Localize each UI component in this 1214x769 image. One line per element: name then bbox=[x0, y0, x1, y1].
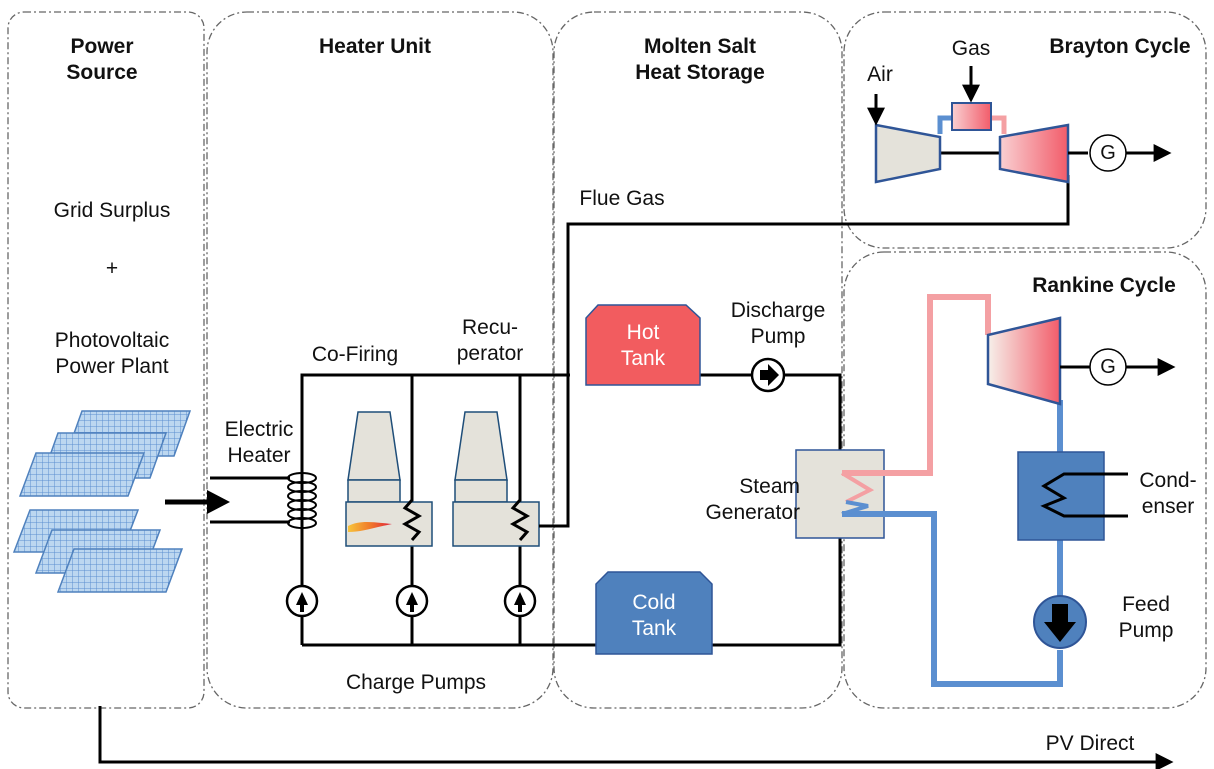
co-firing-unit bbox=[345, 411, 433, 547]
cold-tank-label: Cold Tank bbox=[631, 591, 677, 640]
storage-section bbox=[553, 11, 843, 709]
discharge-pump-label: Discharge Pump bbox=[730, 299, 826, 348]
condenser-coil bbox=[1040, 472, 1128, 518]
steam-generator-label: Steam Generator bbox=[705, 475, 800, 524]
pv-plant-label: Photovoltaic Power Plant bbox=[54, 329, 170, 378]
feed-pump bbox=[1033, 595, 1087, 649]
heater-unit-title: Heater Unit bbox=[318, 35, 432, 58]
power-source-title: Power Source bbox=[66, 35, 138, 84]
brayton-loop bbox=[937, 115, 955, 134]
cofire-exchanger bbox=[401, 499, 423, 541]
brayton-title: Brayton Cycle bbox=[1049, 35, 1191, 58]
gas-label: Gas bbox=[951, 37, 991, 60]
condenser bbox=[1017, 451, 1105, 541]
rankine-generator-label: G bbox=[1100, 356, 1116, 378]
gas-turbine bbox=[998, 123, 1070, 184]
pv-panels bbox=[12, 410, 192, 593]
rankine-hot-pipe bbox=[842, 294, 991, 476]
charge-pumps-label: Charge Pumps bbox=[345, 671, 487, 694]
pv-direct-line bbox=[98, 706, 1174, 769]
condenser-label: Cond- enser bbox=[1139, 469, 1197, 518]
heater-unit-section bbox=[206, 11, 554, 709]
combustor bbox=[951, 102, 992, 131]
recuperator-label: Recu- perator bbox=[456, 316, 524, 365]
pv-direct-label: PV Direct bbox=[1045, 732, 1135, 755]
rankine-cold-pipe bbox=[842, 400, 1063, 687]
flue-gas-line bbox=[539, 175, 1070, 528]
grid-surplus-label: Grid Surplus bbox=[53, 199, 171, 222]
steam-generator bbox=[795, 449, 885, 539]
electric-heater-coil bbox=[287, 472, 317, 529]
recup-exchanger bbox=[509, 499, 531, 541]
rankine-turbine bbox=[986, 316, 1062, 406]
rankine-title: Rankine Cycle bbox=[1032, 274, 1176, 297]
plus-label: + bbox=[105, 257, 119, 280]
feed-pump-label: Feed Pump bbox=[1118, 593, 1174, 642]
flue-gas-label: Flue Gas bbox=[579, 187, 665, 210]
power-input-arrow bbox=[165, 490, 230, 514]
electric-heater-label: Electric Heater bbox=[224, 418, 294, 467]
cold-tank bbox=[595, 571, 713, 655]
power-source-section bbox=[7, 11, 205, 709]
co-firing-label: Co-Firing bbox=[311, 343, 399, 366]
discharge-pump bbox=[750, 357, 786, 393]
compressor bbox=[874, 123, 942, 184]
brayton-section bbox=[843, 11, 1207, 249]
hot-tank-label: Hot Tank bbox=[620, 321, 666, 370]
air-label: Air bbox=[867, 63, 893, 86]
brayton-generator-label: G bbox=[1100, 142, 1116, 164]
storage-title: Molten Salt Heat Storage bbox=[635, 35, 765, 84]
hot-tank bbox=[585, 304, 701, 386]
steam-gen-coil bbox=[840, 471, 875, 516]
recuperator-unit bbox=[452, 411, 540, 547]
